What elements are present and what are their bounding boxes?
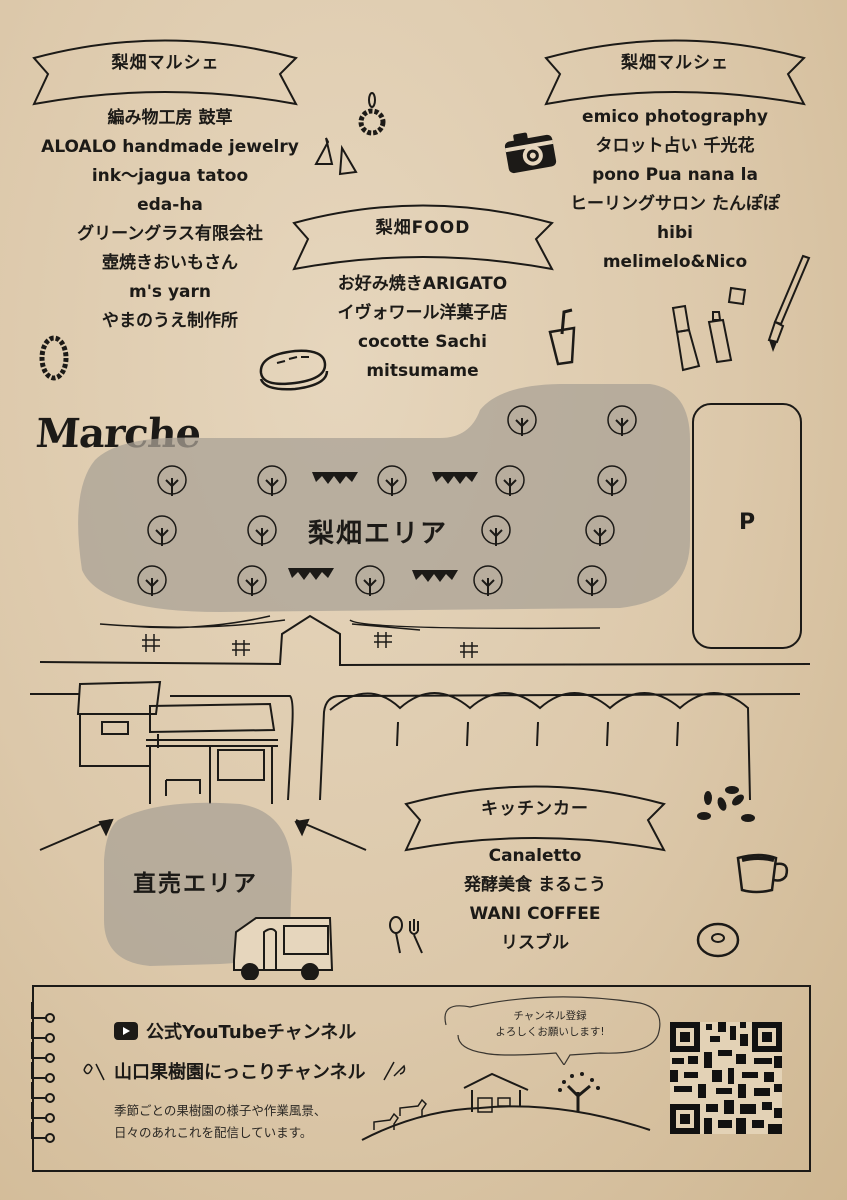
description-line: 日々のあれこれを配信しています。: [114, 1125, 313, 1140]
sparkle-doodle-icon: [383, 1061, 406, 1081]
parking-label: P: [739, 510, 756, 535]
vendor-item: emico photography: [582, 107, 768, 127]
coffee-beans-icon: [697, 786, 755, 822]
direct-sales-area-label: 直売エリア: [133, 871, 258, 897]
ribbon-banner-icon: [292, 204, 554, 271]
sandwich-icon: [259, 349, 329, 391]
vendor-item: イヴォワール洋菓子店: [337, 303, 508, 323]
sparkle-doodle-icon: [83, 1063, 105, 1081]
vendor-item: 編み物工房 鼓草: [107, 108, 233, 128]
vendor-item: hibi: [657, 223, 693, 243]
vendor-item: eda-ha: [137, 195, 203, 215]
vendor-item: cocotte Sachi: [358, 332, 487, 352]
food-banner: 梨畑FOOD: [288, 193, 558, 273]
vendor-item: 発酵美食 まるこう: [464, 875, 606, 895]
bunting-icons: [288, 472, 478, 582]
pear-area-label: 梨畑エリア: [308, 519, 449, 549]
youtube-play-icon: [114, 1022, 138, 1040]
vendor-item: グリーングラス有限会社: [77, 224, 263, 244]
goats-icon: [373, 1098, 427, 1130]
kitchen-car-heading: キッチンカー: [481, 799, 589, 819]
bubble-line: チャンネル登録: [513, 1010, 587, 1022]
vendor-item: ink〜jagua tatoo: [91, 166, 249, 186]
vendor-item: ヒーリングサロン たんぽぽ: [570, 194, 780, 214]
coffee-cup-icon: [736, 853, 789, 894]
side-bunting-icons: [39, 818, 367, 851]
marche-right-vendor-list: emico photography タロット占い 千光花 pono Pua na…: [530, 103, 820, 277]
youtube-description: 季節ごとの果樹園の様子や作業風景、 日々のあれこれを配信しています。: [114, 1100, 326, 1144]
vendor-item: pono Pua nana la: [592, 165, 758, 185]
marche-left-banner: 梨畑マルシェ: [28, 28, 303, 108]
marche-left-heading: 梨畑マルシェ: [111, 53, 220, 73]
bracelet-icon: [39, 335, 69, 381]
food-vendor-list: お好み焼きARIGATO イヴォワール洋菓子店 cocotte Sachi mi…: [290, 270, 555, 386]
kitchen-car-banner: キッチンカー: [400, 774, 670, 854]
camera-icon: [504, 132, 557, 174]
food-truck-icon: [233, 917, 334, 980]
vendor-item: m's yarn: [129, 282, 211, 302]
pear-orchard-map: [39, 384, 811, 667]
vendor-item: ALOALO handmade jewelry: [41, 137, 299, 157]
vendor-item: お好み焼きARIGATO: [337, 274, 508, 294]
marche-right-heading: 梨畑マルシェ: [621, 53, 729, 73]
marche-left-vendor-list: 編み物工房 鼓草 ALOALO handmade jewelry ink〜jag…: [20, 104, 320, 336]
lower-map: [30, 680, 801, 980]
kitchen-car-vendor-list: Canaletto 発酵美食 まるこう WANI COFFEE リスブル: [400, 842, 670, 958]
vendor-item: melimelo&Nico: [602, 252, 748, 272]
speech-bubble-text: チャンネル登録 よろしくお願いします!: [470, 1008, 630, 1040]
vendor-item: mitsumame: [366, 361, 479, 381]
ribbon-banner-icon: [32, 39, 298, 106]
description-line: 季節ごとの果樹園の様子や作業風景、: [114, 1103, 327, 1118]
vendor-item: リスブル: [501, 933, 569, 953]
paint-tubes-brush-icon: [671, 254, 811, 372]
notebook-rings-icon: [31, 1002, 55, 1143]
parking-lot-outline: [692, 403, 802, 649]
wreath-charm-icon: [358, 92, 386, 136]
tree-icons: [137, 405, 637, 596]
spoon-fork-icon: [389, 916, 423, 954]
earrings-icon: [314, 137, 358, 176]
bubble-line: よろしくお願いします!: [495, 1026, 605, 1038]
marche-right-banner: 梨畑マルシェ: [540, 28, 810, 108]
farm-hill-illustration: [361, 1072, 651, 1141]
drink-cup-icon: [548, 308, 576, 366]
youtube-channel-name: 山口果樹園にっこりチャンネル: [114, 1062, 366, 1083]
food-heading: 梨畑FOOD: [375, 218, 471, 238]
youtube-title: 公式YouTubeチャンネル: [114, 1018, 356, 1044]
vendor-item: やまのうえ制作所: [102, 311, 238, 331]
ribbon-banner-icon: [404, 785, 666, 852]
vendor-item: WANI COFFEE: [469, 904, 601, 924]
qr-code-icon: [670, 1022, 782, 1134]
vendor-item: 壺焼きおいもさん: [102, 253, 238, 273]
speech-bubble-icon: [444, 996, 661, 1065]
pear-area-fill: [78, 384, 691, 612]
donut-icon: [696, 922, 740, 958]
ribbon-banner-icon: [544, 39, 806, 106]
vendor-item: タロット占い 千光花: [595, 136, 755, 156]
vendor-item: Canaletto: [488, 846, 582, 866]
youtube-title-text: 公式YouTubeチャンネル: [146, 1022, 357, 1043]
